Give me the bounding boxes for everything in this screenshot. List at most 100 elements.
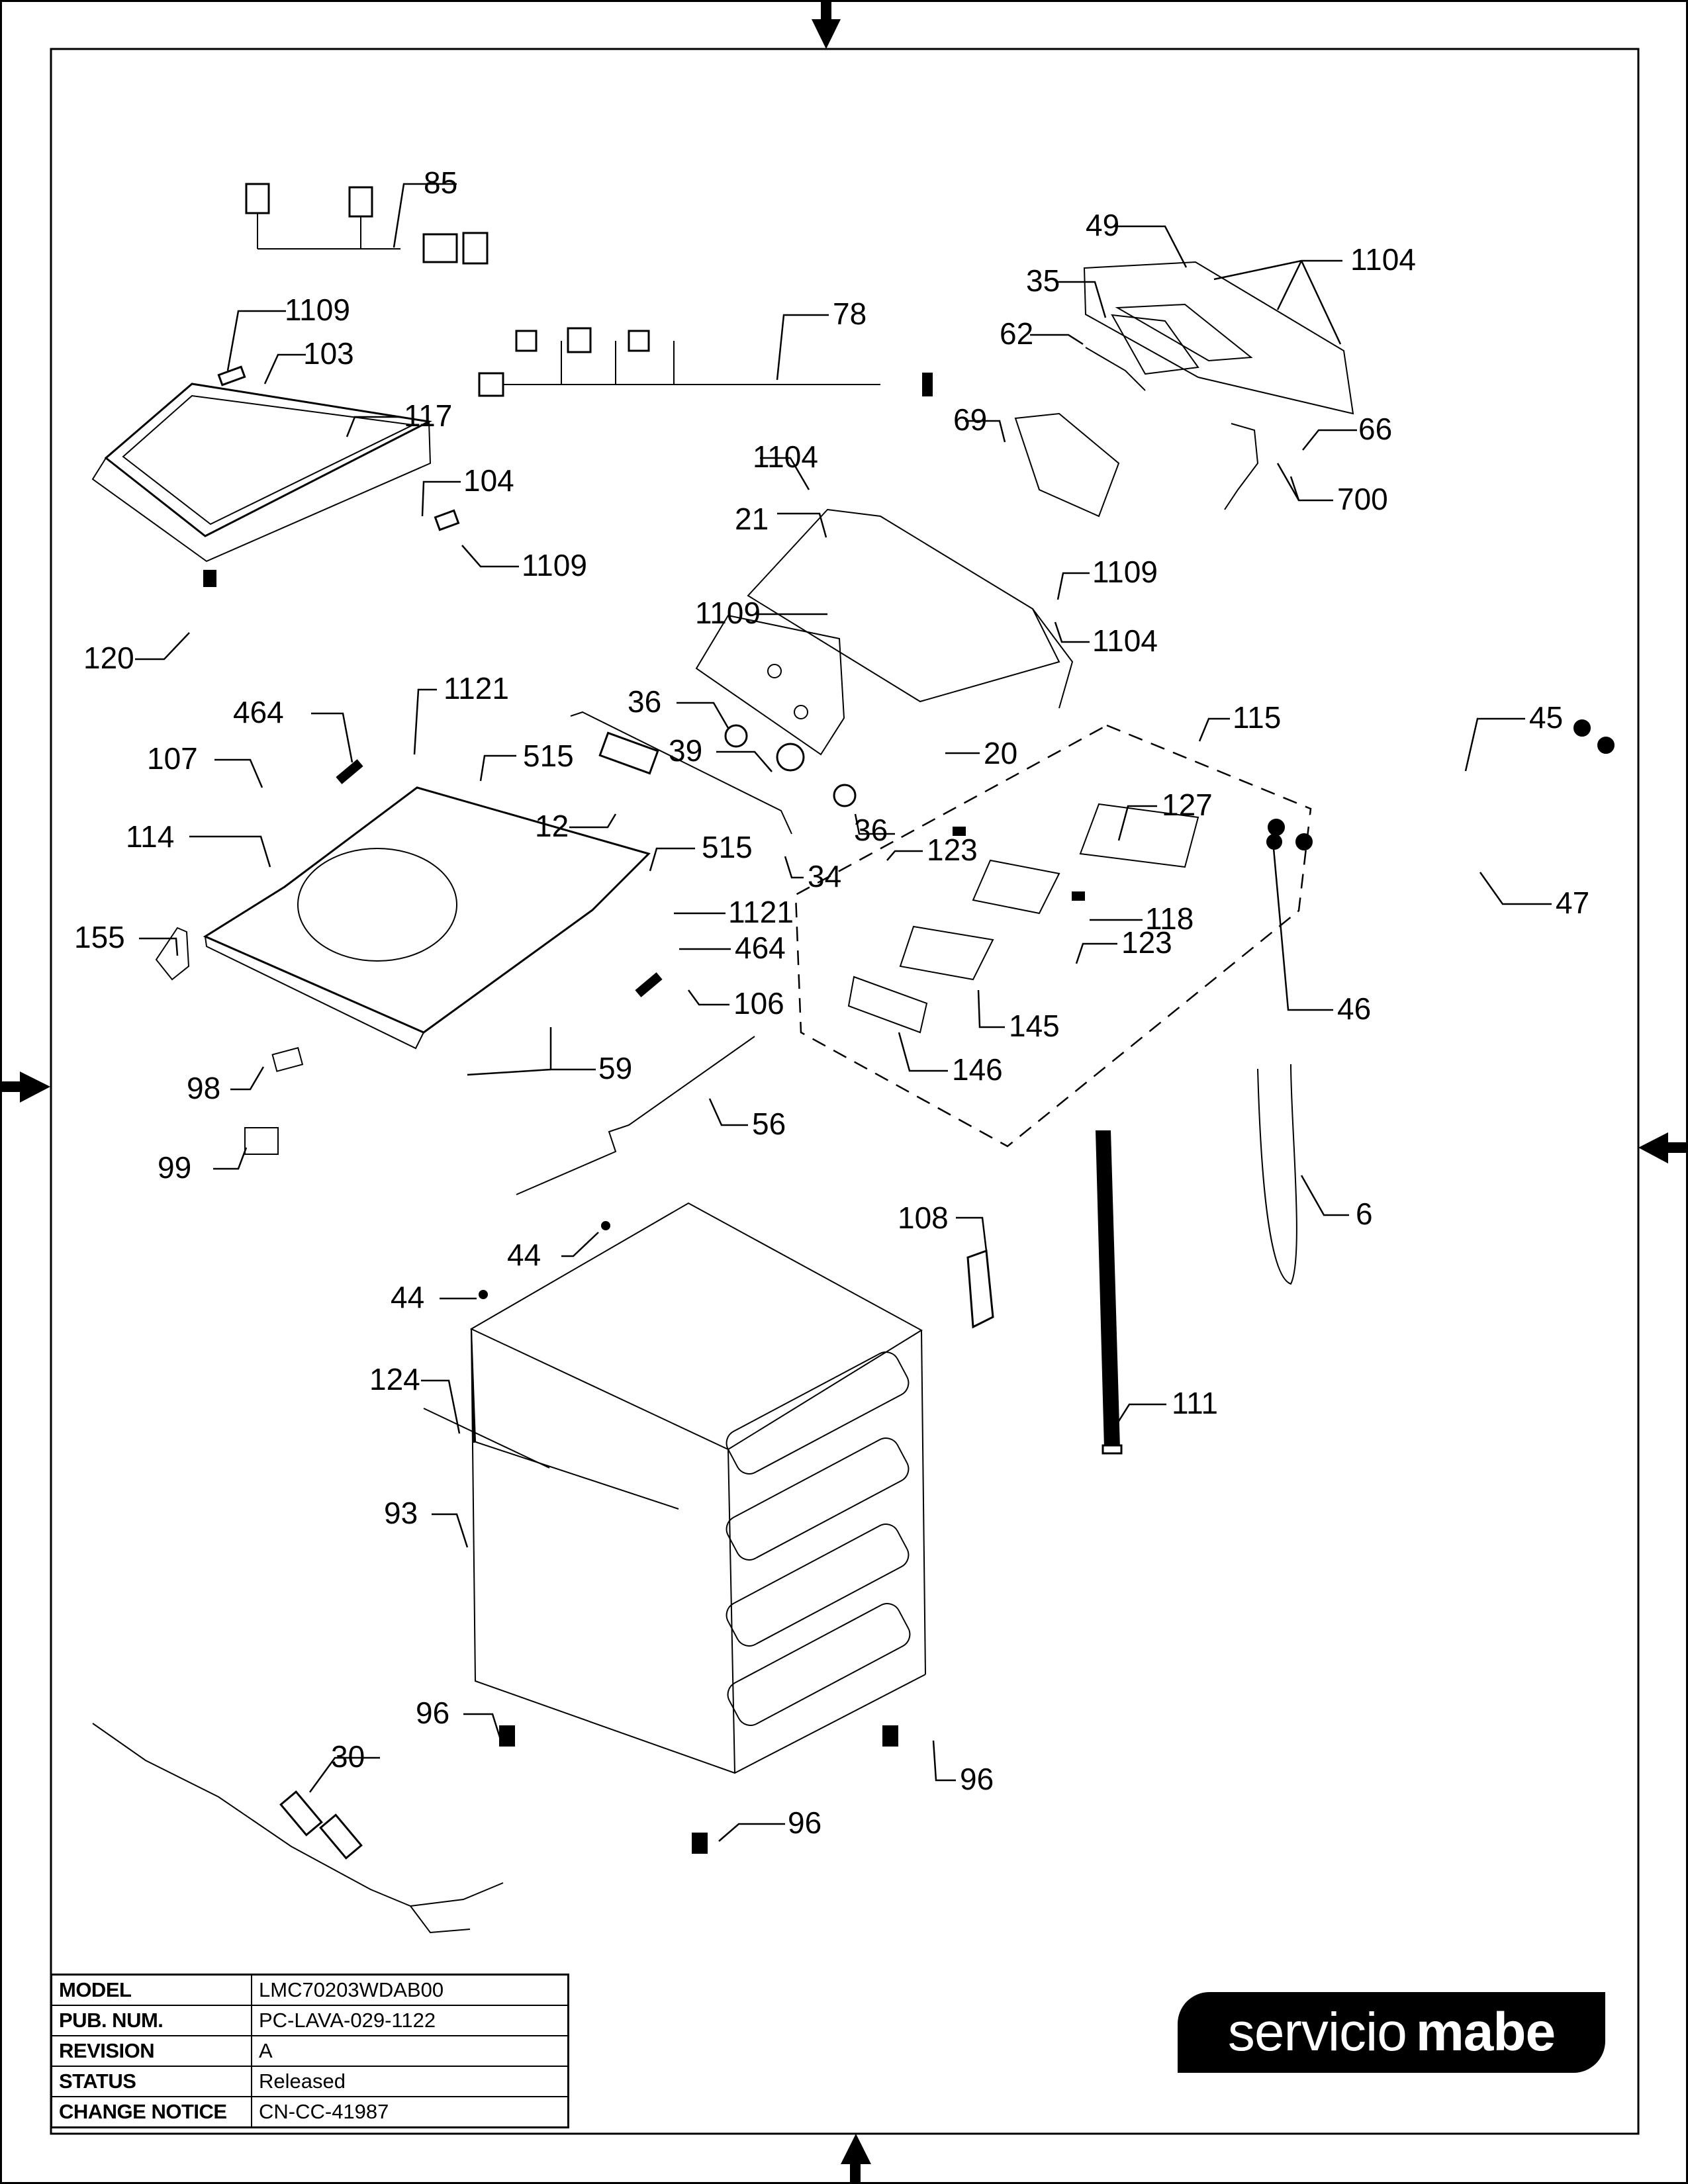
part-106-hinge (635, 972, 663, 997)
callout-103: 103 (303, 336, 354, 371)
callout-515: 515 (523, 739, 574, 773)
part-127-dispenser-housing (1079, 803, 1199, 868)
title-row-pub-num: PUB. NUM. PC-LAVA-029-1122 (50, 2005, 569, 2036)
part-123-clip-a (953, 827, 966, 836)
title-row-status: STATUS Released (50, 2066, 569, 2097)
callout-1109: 1109 (695, 596, 761, 630)
title-label: PUB. NUM. (50, 2005, 252, 2036)
callout-464: 464 (735, 931, 786, 965)
callout-21: 21 (735, 502, 769, 536)
callout-1121: 1121 (728, 895, 794, 929)
part-146-drawer-front (847, 976, 928, 1034)
part-44-screw-a (601, 1221, 610, 1230)
callout-98: 98 (187, 1071, 220, 1105)
part-46-washer (1266, 834, 1282, 850)
callout-78: 78 (833, 296, 867, 331)
part-56-harness (516, 1036, 755, 1195)
callout-45: 45 (1529, 700, 1563, 735)
callout-118: 118 (1145, 901, 1194, 936)
callout-123: 123 (1121, 925, 1172, 960)
part-124-strip (423, 1408, 550, 1469)
part-30-main-harness (92, 1723, 504, 1934)
callout-34: 34 (808, 859, 841, 893)
title-row-model: MODEL LMC70203WDAB00 (50, 1974, 569, 2006)
part-104-hinge (434, 509, 460, 531)
title-label: CHANGE NOTICE (50, 2096, 252, 2128)
part-62-switch (1085, 347, 1146, 391)
logo-text-mabe: mabe (1415, 2002, 1556, 2062)
part-45-inlet-hose (1268, 719, 1591, 836)
callout-20: 20 (984, 736, 1017, 770)
callout-145: 145 (1009, 1009, 1060, 1043)
part-35-bezel (1111, 314, 1199, 375)
callout-114: 114 (126, 819, 174, 854)
callout-115: 115 (1233, 700, 1281, 735)
callout-124: 124 (369, 1362, 420, 1396)
callout-1121: 1121 (444, 671, 509, 705)
callout-35: 35 (1026, 263, 1060, 298)
title-row-revision: REVISION A (50, 2035, 569, 2067)
part-120-latch (203, 570, 216, 587)
callout-96: 96 (788, 1805, 821, 1840)
callout-146: 146 (952, 1052, 1003, 1087)
part-34-rod (570, 711, 792, 835)
part-117-lid (91, 383, 432, 563)
callout-30: 30 (331, 1739, 365, 1774)
part-69-control-board (1014, 412, 1120, 518)
part-36-knob-2 (833, 784, 857, 807)
part-36-knob (724, 724, 748, 748)
part-111-drain-hose (1096, 1130, 1123, 1455)
part-99-connector (244, 1127, 279, 1155)
alignment-arrow-bottom-icon (841, 2134, 871, 2184)
change-notice-value: CN-CC-41987 (251, 2096, 569, 2128)
callout-12: 12 (535, 809, 569, 843)
part-103-hinge (217, 365, 246, 387)
callout-47: 47 (1556, 886, 1589, 920)
callout-93: 93 (384, 1496, 418, 1530)
title-row-change-notice: CHANGE NOTICE CN-CC-41987 (50, 2096, 569, 2128)
part-20-panel (695, 614, 845, 756)
callout-515: 515 (702, 830, 753, 864)
callout-66: 66 (1358, 412, 1392, 446)
callout-117: 117 (404, 398, 452, 433)
callout-1104: 1104 (1350, 242, 1416, 277)
callout-1109: 1109 (285, 293, 350, 327)
callout-107: 107 (147, 741, 198, 776)
callout-44: 44 (391, 1280, 424, 1314)
callout-36: 36 (854, 813, 888, 847)
part-21-console (747, 508, 1074, 709)
part-49-control-panel-bracket (1083, 261, 1354, 415)
alignment-arrow-right-icon (1638, 1132, 1688, 1163)
callout-36: 36 (628, 684, 661, 719)
callout-49: 49 (1086, 208, 1119, 242)
logo-text-servicio: servicio (1227, 2002, 1407, 2062)
part-47-inlet-hose (1295, 737, 1615, 850)
leader-lines (135, 183, 1552, 1842)
callout-69: 69 (953, 402, 987, 437)
part-107-hinge (336, 759, 363, 784)
part-6-cable (1257, 1064, 1297, 1285)
callout-59: 59 (598, 1051, 632, 1085)
alignment-arrow-left-icon (0, 1071, 50, 1103)
alignment-arrow-top-icon (812, 0, 841, 49)
part-66-bracket (1224, 423, 1259, 510)
part-44-screw-b (479, 1290, 488, 1299)
callout-6: 6 (1356, 1197, 1373, 1231)
part-98-switch (271, 1047, 304, 1072)
callout-44: 44 (507, 1238, 541, 1272)
callout-56: 56 (752, 1107, 786, 1141)
callout-127: 127 (1162, 788, 1213, 822)
callout-106: 106 (733, 986, 784, 1021)
callout-99: 99 (158, 1150, 191, 1185)
callout-96: 96 (960, 1762, 994, 1796)
callout-85: 85 (424, 165, 457, 200)
part-93-cabinet (469, 1202, 926, 1774)
part-39-knob (776, 743, 805, 772)
callout-1104: 1104 (753, 439, 818, 474)
callout-108: 108 (898, 1201, 949, 1235)
revision-value: A (251, 2035, 569, 2067)
model-value: LMC70203WDAB00 (251, 1974, 569, 2006)
part-96-leveling-leg-b (882, 1725, 898, 1747)
